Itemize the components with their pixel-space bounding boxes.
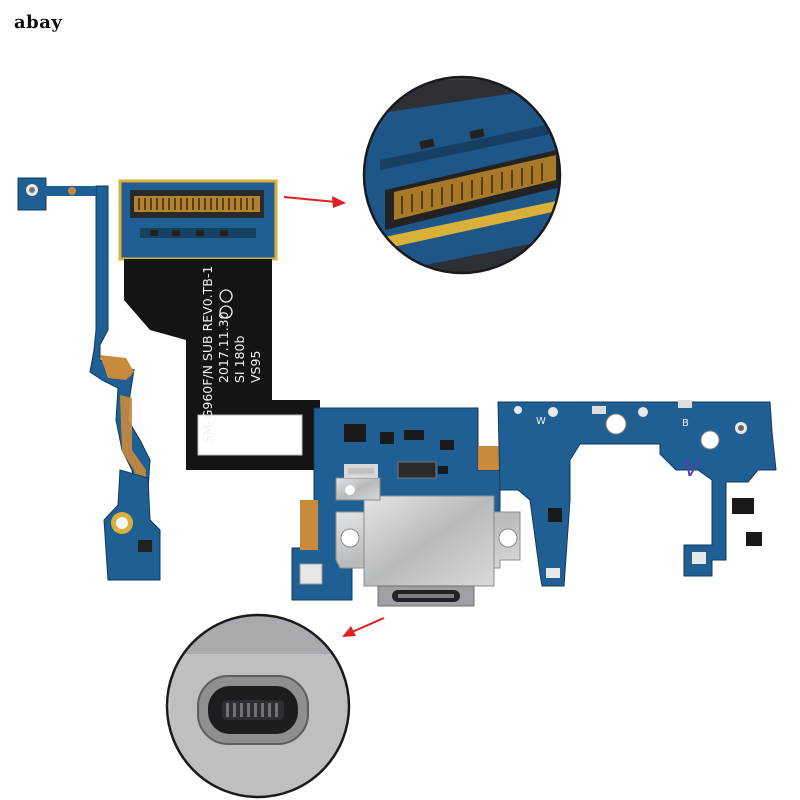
arrow-to-bottom-zoom bbox=[342, 617, 385, 637]
label-b: B bbox=[682, 418, 689, 429]
main-charging-board bbox=[291, 407, 521, 607]
board-connector-zoom bbox=[362, 75, 562, 275]
black-flex-cable bbox=[124, 259, 320, 470]
label-w: W bbox=[536, 416, 546, 427]
left-antenna-flex bbox=[17, 177, 161, 581]
rev-text: VS95 bbox=[248, 351, 263, 383]
connector-board bbox=[118, 179, 278, 261]
date-text: 2017.11.30 bbox=[216, 311, 231, 383]
model-text: SM-G960F/N SUB REV0.TB-1 bbox=[200, 266, 215, 443]
arrow-to-top-zoom bbox=[283, 196, 346, 208]
right-antenna-board: W B V bbox=[497, 400, 777, 587]
watermark-text: abay bbox=[14, 12, 63, 33]
flex-silkscreen: SM-G960F/N SUB REV0.TB-1 2017.11.30 SI 1… bbox=[200, 266, 263, 443]
code-text: SI 180b bbox=[232, 336, 247, 383]
samsung-marks bbox=[219, 289, 233, 319]
usb-c-port-zoom bbox=[165, 613, 351, 799]
mark-v: V bbox=[684, 457, 701, 482]
